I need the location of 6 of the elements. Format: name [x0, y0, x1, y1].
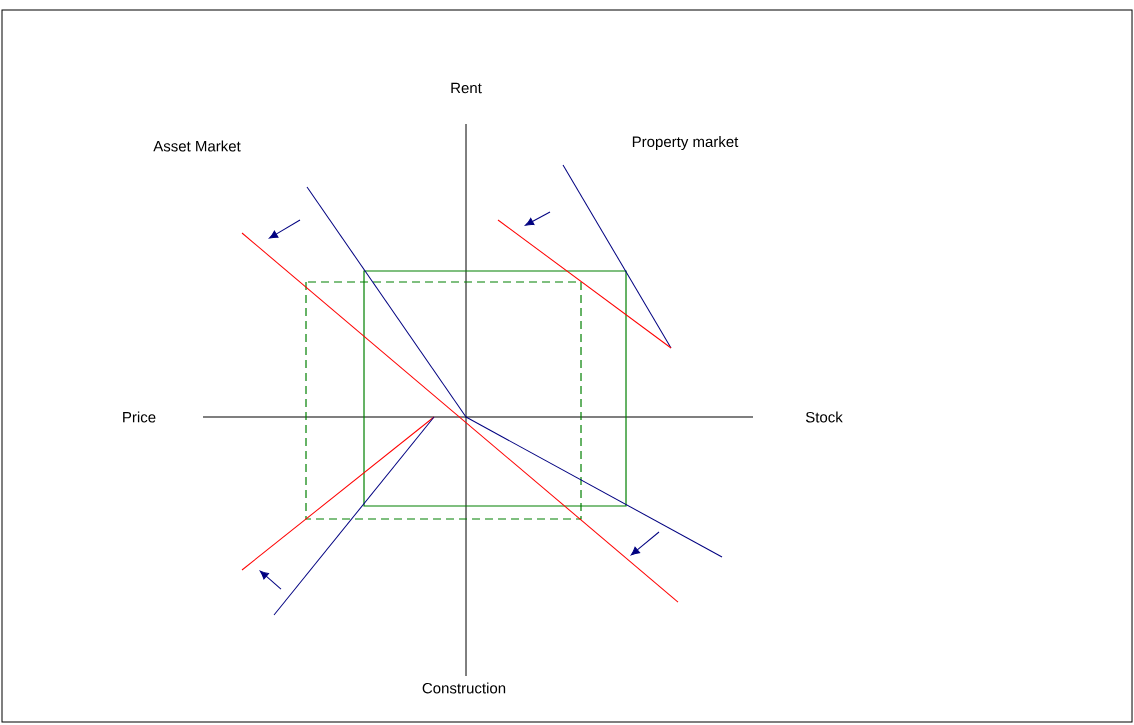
axis-label: Construction [422, 682, 506, 694]
axis-label: Property market [632, 136, 739, 150]
axis-label: Rent [451, 82, 482, 94]
axis-label: Price [123, 411, 156, 423]
axis-label: Asset Market [153, 140, 241, 152]
axis-label: Stock [805, 411, 843, 423]
